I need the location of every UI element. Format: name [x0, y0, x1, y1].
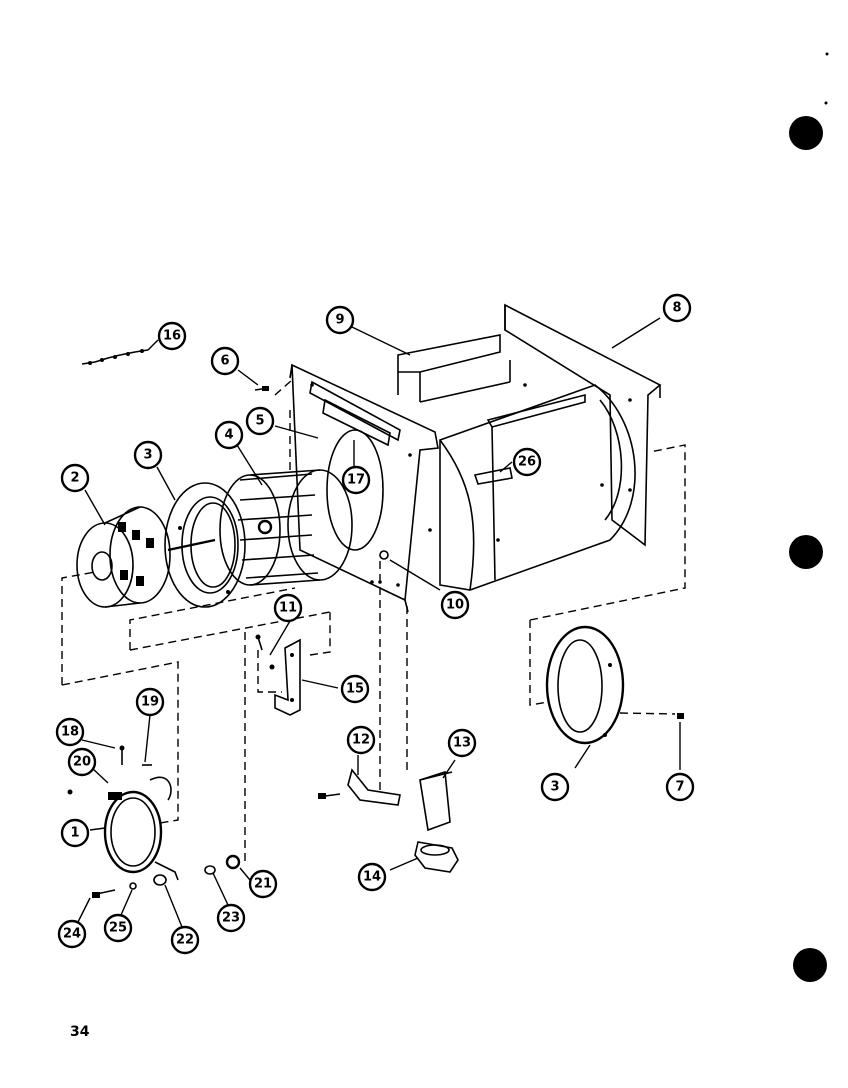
callout-14: 14: [357, 862, 387, 892]
callout-label: 25: [109, 921, 127, 936]
callout-label: 16: [163, 329, 181, 344]
motor-bracket: [274, 638, 301, 716]
callout-label: 14: [363, 870, 381, 885]
callout-8: 8: [662, 293, 692, 323]
callout-label: 4: [224, 428, 233, 443]
callout-5: 5: [245, 406, 275, 436]
callout-23: 23: [216, 903, 246, 933]
screw-7: [677, 713, 684, 719]
callout-label: 11: [279, 601, 297, 616]
blower-wheel: [219, 469, 353, 586]
callout-label: 19: [141, 695, 159, 710]
inlet-ring-left: [164, 482, 246, 608]
callout-19: 19: [135, 687, 165, 717]
callout-label: 17: [347, 473, 365, 488]
screws-11: [255, 634, 275, 670]
part-13-box: [419, 770, 453, 832]
callout-label: 2: [70, 471, 79, 486]
callout-label: 18: [61, 725, 79, 740]
callout-label: 26: [518, 455, 536, 470]
screw-6: [254, 386, 269, 391]
callout-label: 21: [254, 877, 272, 892]
callout-label: 3: [143, 448, 152, 463]
callout-3-left: 3: [133, 440, 163, 470]
callout-label: 7: [675, 780, 684, 795]
callout-26: 26: [512, 447, 542, 477]
page-number: 34: [70, 1024, 90, 1040]
callout-9: 9: [325, 305, 355, 335]
binder-hole-top: [789, 116, 823, 150]
callout-4: 4: [214, 420, 244, 450]
callout-15: 15: [340, 674, 370, 704]
callout-label: 20: [73, 755, 91, 770]
callout-3-right: 3: [540, 772, 570, 802]
callout-11: 11: [273, 593, 303, 623]
callout-label: 3: [550, 780, 559, 795]
bracket-12: [317, 768, 401, 806]
binder-hole-bottom: [793, 948, 827, 982]
callout-1: 1: [60, 818, 90, 848]
binder-hole-middle: [789, 535, 823, 569]
callout-label: 1: [70, 826, 79, 841]
callout-24: 24: [57, 919, 87, 949]
motor: [76, 506, 216, 608]
callout-13: 13: [447, 728, 477, 758]
callout-22: 22: [170, 925, 200, 955]
inlet-ring-right: [545, 625, 625, 745]
motor-mount-ring: [67, 745, 241, 898]
callout-20: 20: [67, 747, 97, 777]
callout-18: 18: [55, 717, 85, 747]
callout-16: 16: [157, 321, 187, 351]
callout-label: 9: [335, 313, 344, 328]
blower-housing: [397, 303, 662, 591]
callout-label: 12: [352, 733, 370, 748]
part-14-tray: [414, 841, 459, 873]
callout-label: 15: [346, 682, 364, 697]
callout-label: 8: [672, 301, 681, 316]
callout-6: 6: [210, 346, 240, 376]
callout-label: 10: [446, 598, 464, 613]
callout-17: 17: [341, 465, 371, 495]
housing-front-panel: [289, 363, 439, 613]
callout-label: 13: [453, 736, 471, 751]
callout-label: 6: [220, 354, 229, 369]
callout-12: 12: [346, 725, 376, 755]
callout-label: 5: [255, 414, 264, 429]
screw-set-16: [81, 349, 149, 365]
callout-7: 7: [665, 772, 695, 802]
leader-lines: [77, 317, 681, 928]
callout-label: 23: [222, 911, 240, 926]
callout-label: 24: [63, 927, 81, 942]
callout-10: 10: [440, 590, 470, 620]
callout-label: 22: [176, 933, 194, 948]
callout-2: 2: [60, 463, 90, 493]
callout-25: 25: [103, 913, 133, 943]
callout-21: 21: [248, 869, 278, 899]
